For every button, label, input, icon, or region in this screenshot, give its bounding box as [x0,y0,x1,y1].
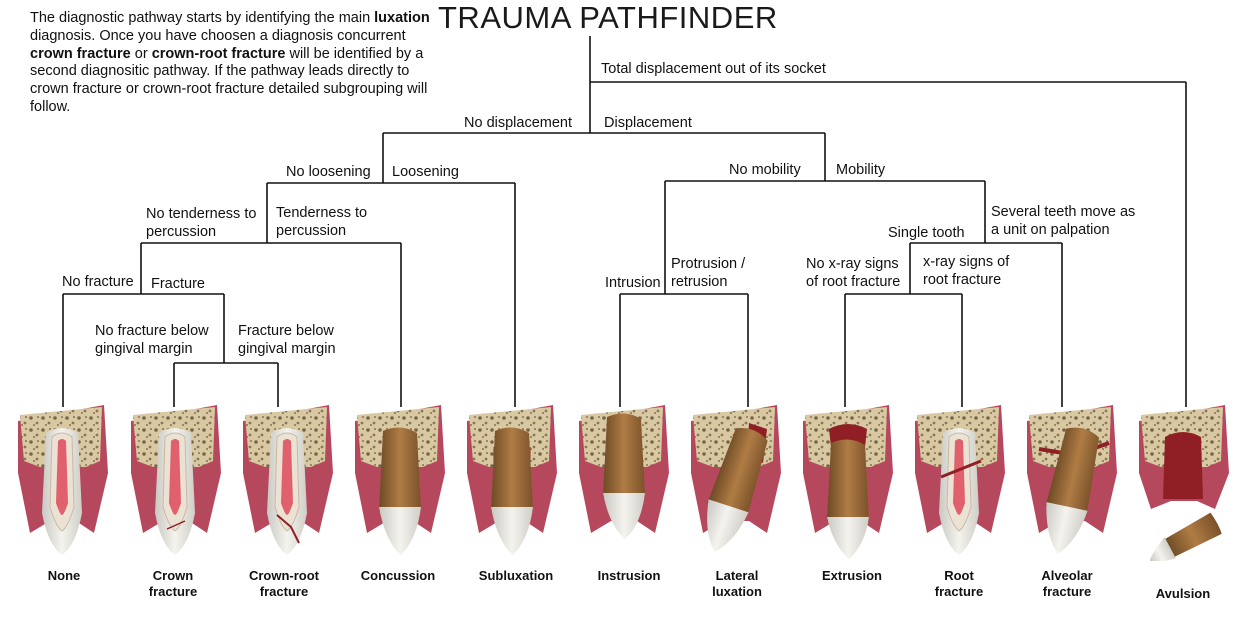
label-fracture: Fracture [151,276,205,292]
tooth-illustration-crown-fracture [129,403,223,566]
outcome-label-extrusion: Extrusion [822,568,882,583]
outcome-label-subluxation: Subluxation [478,568,554,583]
page-title: TRAUMA PATHFINDER [438,0,778,35]
intro-paragraph: The diagnostic pathway starts by identif… [30,10,430,115]
tooth-illustration-subluxation [465,403,559,566]
label-mobility: Mobility [836,162,886,178]
label-displacement: Displacement [604,115,692,131]
label-no-loosening: No loosening [286,164,371,180]
outcome-label-avulsion: Avulsion [1155,586,1211,601]
label-no-mobility: No mobility [729,162,801,178]
label-intrusion: Intrusion [605,275,661,291]
tooth-illustration-lateral-luxation [689,403,783,566]
tooth-illustration-avulsion [1137,403,1231,566]
label-total-displacement: Total displacement out of its socket [601,61,826,77]
label-no-fracture: No fracture [62,274,134,290]
tooth-illustration-intrusion [577,403,671,566]
label-loosening: Loosening [392,164,459,180]
outcome-label-concussion: Concussion [360,568,436,583]
tooth-illustration-root-fracture [913,403,1007,566]
tooth-illustration-alveolar-fracture [1025,403,1119,566]
label-single-tooth: Single tooth [888,225,965,241]
tooth-illustration-concussion [353,403,447,566]
label-no-displacement: No displacement [464,115,572,131]
tooth-illustration-extrusion [801,403,895,566]
outcome-label-instrusion: Instrusion [597,568,661,583]
label-protrusion-retrusion: Protrusion /retrusion [671,256,746,290]
tooth-illustration-none [16,403,110,566]
tooth-illustration-crown-root-fracture [241,403,335,566]
outcome-label-none: None [47,568,81,583]
